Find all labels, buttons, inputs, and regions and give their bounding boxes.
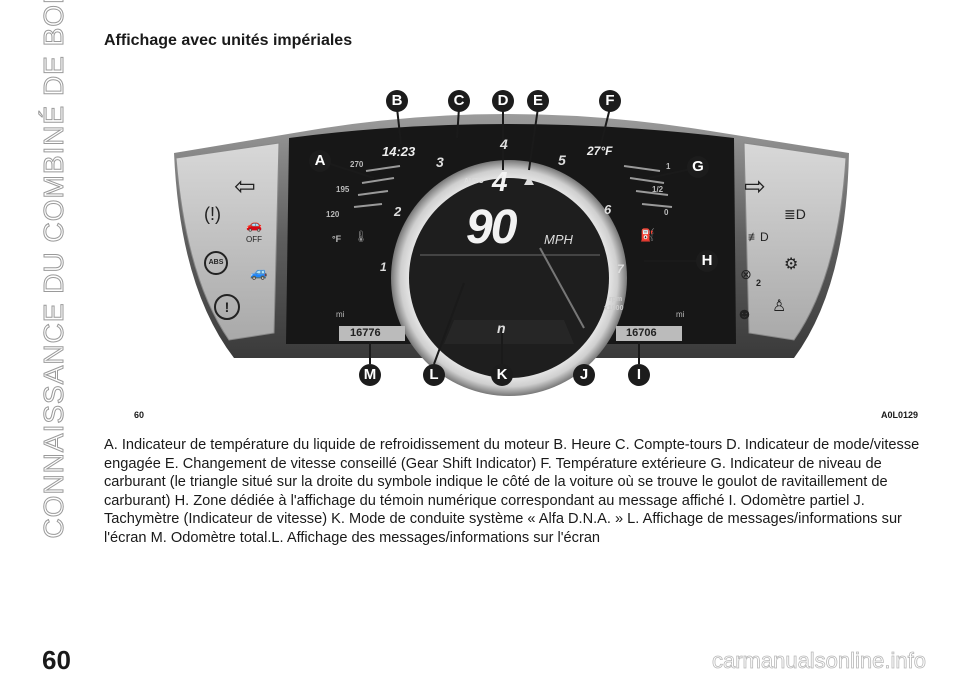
seatbelt-icon: ♙	[772, 298, 787, 315]
fuel-gauge-ticks	[623, 165, 673, 208]
fuel-scale-half: 1/2	[652, 185, 664, 194]
callout-b: B	[386, 90, 408, 112]
callout-f: F	[599, 90, 621, 112]
tach-number-3: 3	[436, 154, 444, 170]
high-beam-icon: ≣D	[784, 206, 806, 222]
temp-scale-270: 270	[350, 160, 364, 169]
fuel-scale-full: 1	[666, 162, 671, 171]
fuel-scale-empty: 0	[664, 208, 669, 217]
odometer-total-value: 16776	[350, 327, 381, 339]
callout-m: M	[359, 364, 381, 386]
drive-mode-plate	[444, 320, 574, 344]
callout-i: I	[628, 364, 650, 386]
odometer-total-box	[339, 326, 405, 341]
cluster-illustration	[174, 107, 849, 396]
arrow-left-icon: ⇦	[234, 171, 256, 201]
rpm-label: rpm	[609, 296, 623, 303]
callout-e: E	[527, 90, 549, 112]
airbag-passenger-label: 2	[756, 278, 762, 288]
abs-label: ABS	[208, 259, 224, 266]
figure-page-label: 60	[134, 410, 145, 420]
gear-mode-label: AUTO	[464, 178, 484, 185]
callout-line-j	[539, 247, 585, 329]
figure-heading: Affichage avec unités impériales	[104, 32, 353, 49]
instrument-cluster-figure: 14:23 27°F AUTO 4 90 MPH rpm x1000 1 2 3…	[104, 58, 922, 428]
callout-d: D	[492, 90, 514, 112]
callout-k: K	[491, 364, 513, 386]
temp-scale-120: 120	[326, 210, 340, 219]
figure-caption: A. Indicateur de température du liquide …	[104, 437, 920, 546]
odometer-trip-value: 16706	[626, 327, 657, 339]
gear-readout: 4	[492, 166, 508, 197]
figure-reference-code: A0L0129	[880, 410, 918, 420]
temp-scale-195: 195	[336, 185, 350, 194]
callout-g: G	[687, 156, 709, 178]
arrow-right-icon: ⇨	[744, 171, 766, 201]
odometer-total-unit: mi	[336, 310, 345, 319]
callout-c: C	[448, 90, 470, 112]
callout-leaders	[323, 107, 701, 365]
site-watermark: carmanualsonline.info	[711, 648, 927, 674]
callout-h: H	[696, 250, 718, 272]
airbag-off-icon: ⊗	[740, 266, 752, 282]
engine-check-icon: ⚙	[784, 256, 799, 273]
tach-number-5: 5	[558, 152, 566, 168]
coolant-temp-icon: 🌡	[354, 231, 368, 243]
temp-gauge-ticks	[353, 165, 401, 208]
odometer-trip-unit: mi	[676, 310, 685, 319]
tire-pressure-icon: (!)	[204, 204, 221, 224]
odometer-trip-box	[616, 326, 682, 341]
brake-warning-icon: !	[214, 294, 240, 320]
airbag-icon: ☻	[736, 306, 753, 323]
callout-l: L	[423, 364, 445, 386]
speed-readout: 90	[466, 201, 517, 254]
tach-number-2: 2	[394, 204, 402, 219]
fuel-pump-icon: ⛽	[640, 228, 655, 242]
tach-number-6: 6	[604, 202, 612, 217]
traction-icon: 🚙	[250, 264, 268, 280]
left-warning-panel	[175, 142, 280, 341]
side-section-title: CONNAISSANCE DU COMBINÉ DE BORD	[38, 0, 70, 539]
speed-unit: MPH	[544, 232, 573, 247]
drive-mode-indicator: n	[497, 320, 506, 336]
gear-shift-indicator	[524, 176, 534, 185]
outside-temp-readout: 27°F	[587, 144, 613, 158]
right-warning-panel	[743, 142, 847, 341]
esc-off-label: OFF	[246, 235, 262, 244]
fog-light-icon: ≢D	[748, 230, 769, 244]
rpm-multiplier-label: x1000	[604, 305, 624, 312]
callout-a: A	[309, 150, 331, 172]
temp-unit: °F	[332, 234, 342, 244]
tach-number-7: 7	[617, 262, 624, 276]
page-number: 60	[42, 645, 71, 675]
esc-off-icon: 🚗	[246, 217, 263, 232]
tach-number-4: 4	[500, 136, 508, 152]
side-section-heading: CONNAISSANCE DU COMBINÉ DE BORD	[14, 0, 94, 539]
callout-j: J	[573, 364, 595, 386]
clock-readout: 14:23	[382, 144, 416, 159]
tach-number-1: 1	[380, 260, 387, 274]
abs-icon: ABS	[204, 251, 228, 275]
